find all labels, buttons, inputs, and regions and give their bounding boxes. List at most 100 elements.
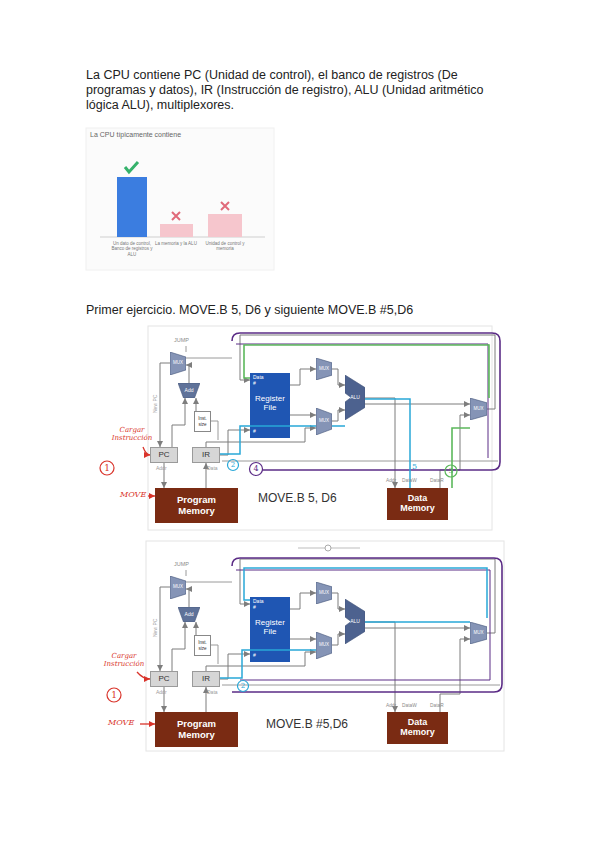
- node-text: #: [253, 429, 256, 435]
- wire-connector: [186, 365, 189, 383]
- pin-symbol: [325, 545, 331, 551]
- text-label: MOVE.B #5,D6: [266, 717, 386, 731]
- mux-shape: [470, 622, 487, 644]
- node-text: #: [253, 605, 256, 611]
- alu-shape: [345, 599, 365, 644]
- handwritten-note: Cargar Instrucción: [100, 652, 148, 669]
- handwritten-note: 2: [228, 461, 238, 469]
- node-text: MUX: [319, 591, 329, 596]
- mux-shape: [316, 582, 332, 604]
- wire-connector: [240, 335, 495, 409]
- wire-connector: [206, 428, 316, 447]
- wire-connector: [206, 463, 207, 488]
- node-text: ALU: [350, 395, 360, 401]
- mux-shape: [316, 358, 332, 380]
- node-text: IR: [202, 451, 210, 460]
- node-text: Program Memory: [166, 719, 228, 740]
- text-label: Addr: [156, 689, 178, 695]
- text-label: DataR: [430, 703, 450, 709]
- program-memory: Program Memory: [155, 712, 238, 747]
- node-text: MUX: [474, 407, 484, 412]
- ir-register: IR: [192, 447, 220, 463]
- ir-register: IR: [192, 671, 220, 687]
- wire-connector: [164, 463, 165, 488]
- node-text: MUX: [319, 367, 329, 372]
- handwritten-note: MOVE: [120, 490, 152, 500]
- mux-shape: [316, 408, 332, 435]
- wire-connector: [196, 398, 197, 411]
- node-text: MUX: [319, 643, 329, 648]
- handwritten-note: MOVE: [108, 718, 140, 728]
- pc-register: PC: [150, 447, 178, 463]
- wire-connector: [172, 622, 185, 671]
- chart-bar: [160, 224, 193, 237]
- wire-connector: [220, 654, 250, 679]
- wire-connector: [290, 639, 316, 640]
- callout-circle: [238, 681, 249, 692]
- node-text: Add: [185, 612, 194, 618]
- register-file: Data#Register File#: [250, 373, 290, 438]
- node-text: #: [253, 381, 256, 387]
- pc-register: PC: [150, 671, 178, 687]
- adder: Add: [178, 607, 200, 622]
- handwritten-note: Cargar Instrucción: [108, 426, 156, 443]
- node-text: MUX: [319, 419, 329, 424]
- red-arrow: [143, 447, 150, 455]
- wire-connector: [160, 587, 170, 671]
- node-text: MUX: [173, 585, 183, 590]
- inst-size-box: Inst. size: [194, 635, 211, 656]
- text-label: La CPU típicamente contiene: [90, 131, 240, 139]
- cross-mark: [221, 202, 229, 210]
- wire-connector: [365, 628, 470, 629]
- red-arrow: [148, 495, 155, 496]
- node-text: Inst. size: [195, 416, 210, 426]
- node-text: Program Memory: [166, 495, 228, 516]
- node-text: Register File: [250, 395, 290, 413]
- multiplexer: MUX: [470, 622, 487, 644]
- handwritten-note: 1: [100, 463, 114, 474]
- alu-unit: ALU: [345, 599, 365, 644]
- cyan-annotation: [220, 399, 410, 488]
- wire-connector: [290, 415, 316, 416]
- handwritten-note: 2: [238, 682, 248, 690]
- text-label: DataW: [402, 478, 422, 484]
- panel-frame: [148, 326, 492, 530]
- wire: [186, 570, 500, 685]
- purple-annotation: [232, 333, 500, 470]
- multiplexer: MUX: [316, 358, 332, 380]
- text-label: DataW: [402, 703, 422, 709]
- wire-connector: [220, 430, 250, 455]
- adder: Add: [178, 383, 200, 398]
- wire-connector: [365, 622, 395, 712]
- text-label: New PC: [152, 607, 158, 637]
- callout-circle: [445, 465, 457, 477]
- text-label: La memoria y la ALU: [154, 241, 198, 246]
- wire-connector: [290, 369, 316, 385]
- text-label: DataR: [430, 478, 450, 484]
- wire-connector: [365, 404, 470, 405]
- add-shape: [178, 383, 200, 398]
- mux-shape: [316, 632, 332, 659]
- node-text: MUX: [173, 361, 183, 366]
- text-label: Addr: [386, 478, 402, 484]
- text-label: Addr: [386, 703, 402, 709]
- mux-shape: [170, 352, 186, 375]
- text-label: JUMP: [174, 561, 200, 568]
- node-text: Add: [185, 388, 194, 394]
- wire-connector: [206, 687, 207, 712]
- chart-panel: [86, 128, 274, 270]
- node-text: MUX: [474, 631, 484, 636]
- callout-circle: [250, 463, 263, 476]
- text-label: La CPU contiene PC (Unidad de control), …: [86, 68, 506, 113]
- purple-annotation: [236, 344, 488, 458]
- chart-bar: [208, 214, 242, 237]
- wire-connector: [440, 415, 470, 488]
- cyan-annotation: [220, 568, 487, 678]
- wire-connector: [290, 593, 316, 609]
- callout-circle: [100, 461, 114, 475]
- node-text: Data: [253, 599, 264, 605]
- check-mark: [125, 162, 138, 172]
- multiplexer: MUX: [316, 582, 332, 604]
- node-text: ALU: [350, 619, 360, 625]
